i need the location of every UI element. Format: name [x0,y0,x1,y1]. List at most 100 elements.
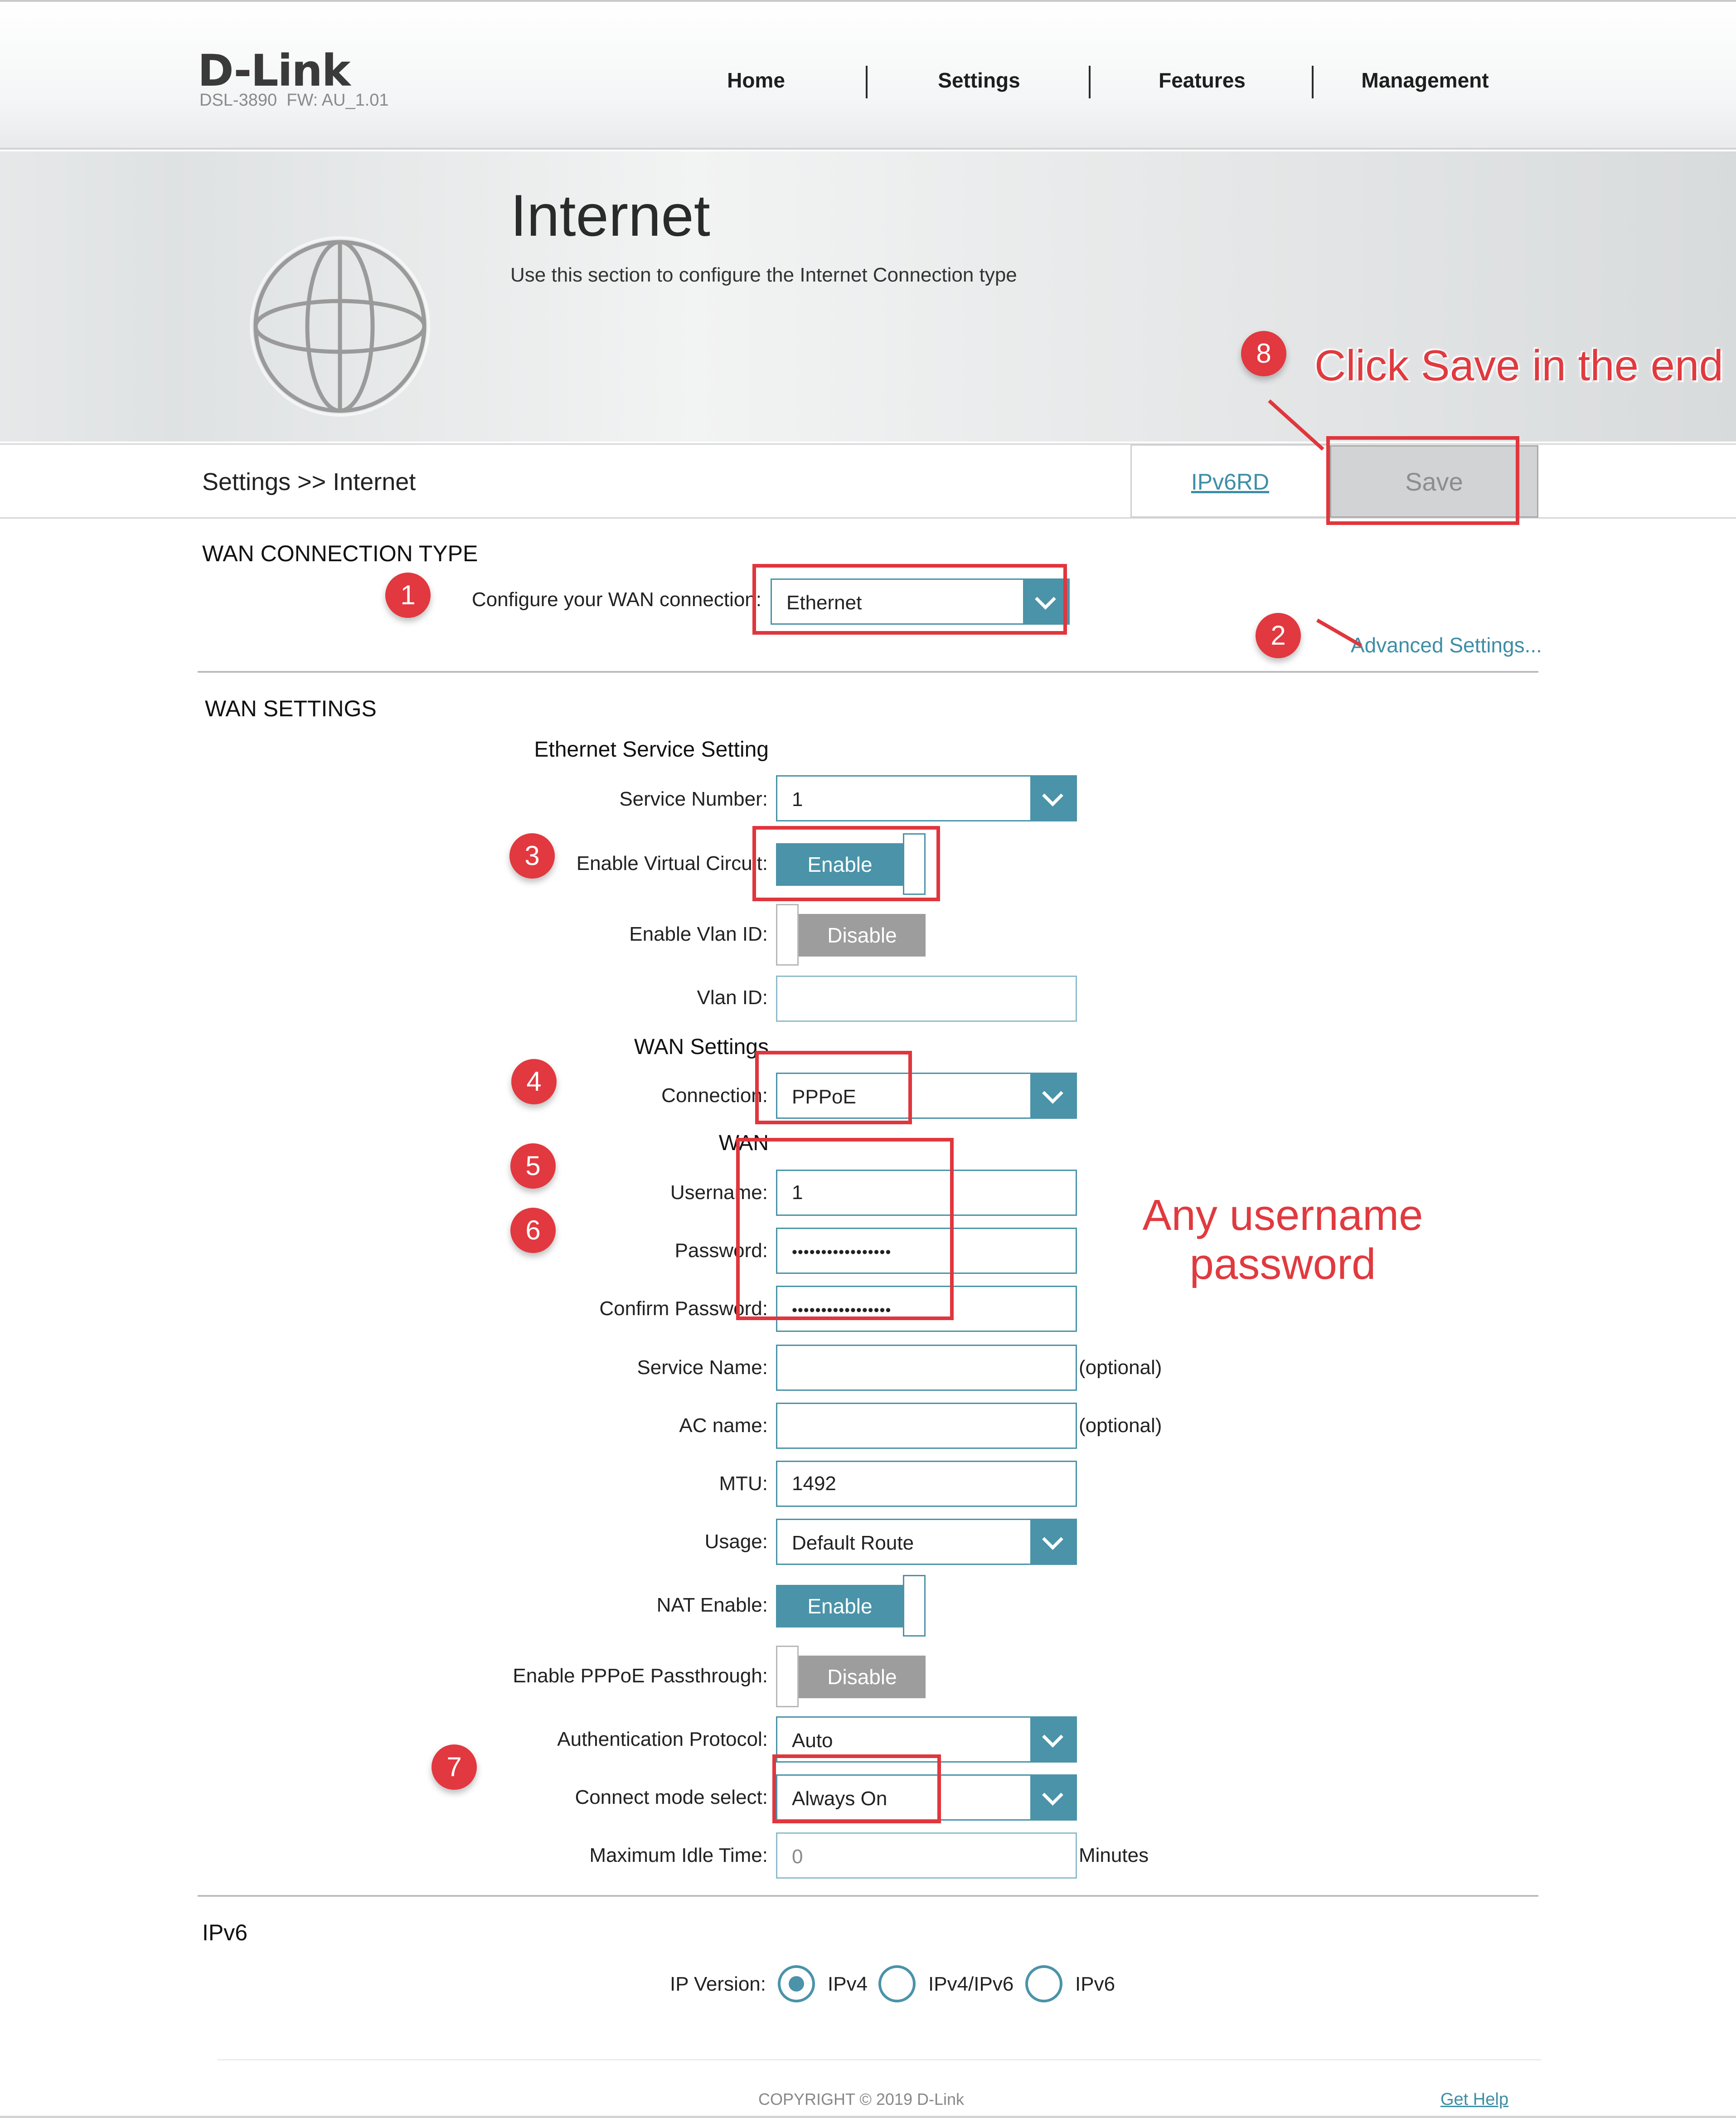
get-help-link[interactable]: Get Help [1440,2090,1508,2109]
wan-heading: WAN [718,1131,769,1155]
save-instruction-note: Click Save in the end [1314,341,1723,390]
wan-settings-title: WAN SETTINGS [205,696,377,721]
toggle-knob[interactable] [903,833,926,895]
save-button[interactable]: Save [1330,445,1538,518]
password-input[interactable]: ••••••••••••••••• [776,1228,1077,1274]
nat-enable-toggle[interactable]: Enable [776,1585,904,1627]
nav-separator [866,66,868,98]
nat-enable-label: NAT Enable: [656,1594,768,1616]
nav-separator [1089,66,1091,98]
step-badge-1: 1 [385,573,431,618]
confirm-password-label: Confirm Password: [599,1297,768,1320]
highlight-virtual-circuit [752,826,940,901]
step-badge-2: 2 [1256,613,1301,658]
nav-features[interactable]: Features [1159,68,1246,92]
vlan-enable-label: Enable Vlan ID: [629,923,768,945]
ip-version-radio-ipv6[interactable] [1025,1965,1062,2002]
ip-version-radio-ipv4[interactable] [778,1965,815,2002]
usage-select[interactable]: Default Route [776,1519,1077,1565]
service-name-field[interactable] [777,1346,1076,1389]
toggle-knob[interactable] [776,904,799,966]
ipv6rd-link[interactable]: IPv6RD [1191,469,1270,495]
step-badge-4: 4 [511,1059,557,1104]
chevron-down-icon[interactable] [1030,777,1076,820]
virtual-circuit-label: Enable Virtual Circuit: [576,852,768,874]
ethernet-service-heading: Ethernet Service Setting [534,738,769,762]
pppoe-passthrough-toggle[interactable]: Disable [799,1656,926,1698]
ac-name-input[interactable] [776,1403,1077,1449]
chevron-down-icon[interactable] [1030,1520,1076,1564]
minutes-unit: Minutes [1079,1844,1149,1866]
usage-value: Default Route [792,1532,914,1554]
username-field[interactable] [777,1171,1076,1214]
username-label: Username: [670,1181,768,1204]
service-number-label: Service Number: [619,788,768,810]
ip-version-option: IPv6 [1075,1973,1115,1995]
wan-connection-label: Configure your WAN connection: [471,588,761,611]
wan-connection-type-title: WAN CONNECTION TYPE [202,541,478,566]
ip-version-radio-dual[interactable] [878,1965,916,2002]
step-badge-8: 8 [1241,331,1286,376]
step-badge-5: 5 [510,1143,556,1189]
step-badge-7: 7 [432,1744,477,1790]
wan-settings-heading: WAN Settings [634,1035,769,1059]
highlight-credentials [736,1138,954,1320]
highlight-wan-connection [752,564,1067,635]
vlan-id-field[interactable] [777,977,1076,1020]
wan-connection-select[interactable]: Ethernet [771,578,1070,625]
service-name-input[interactable] [776,1345,1077,1391]
highlight-save [1326,436,1519,525]
model-name: DSL-3890 [199,91,277,110]
advanced-settings-link[interactable]: Advanced Settings... [1351,633,1542,657]
connection-select[interactable]: PPPoE [776,1073,1077,1119]
mtu-field[interactable] [777,1462,1076,1506]
nav-management[interactable]: Management [1361,68,1489,92]
chevron-down-icon[interactable] [1030,1074,1076,1117]
chevron-down-icon[interactable] [1023,580,1068,623]
toggle-knob[interactable] [903,1575,926,1637]
connect-mode-select[interactable]: Always On [776,1774,1077,1821]
mtu-label: MTU: [719,1472,768,1495]
highlight-connection [755,1051,912,1124]
nav-home[interactable]: Home [727,68,785,92]
connection-value: PPPoE [792,1086,856,1108]
copyright-text: COPYRIGHT © 2019 D-Link [758,2090,964,2108]
virtual-circuit-toggle[interactable]: Enable [776,843,904,886]
footer-divider [218,2059,1541,2060]
max-idle-input[interactable]: 0 [776,1832,1077,1879]
nav-settings[interactable]: Settings [938,68,1020,92]
auth-protocol-value: Auto [792,1729,833,1752]
credentials-note-line2: password [1189,1240,1376,1288]
credentials-note-line1: Any username [1142,1191,1423,1239]
toggle-knob[interactable] [776,1646,799,1707]
service-number-select[interactable]: 1 [776,775,1077,821]
confirm-password-value: ••••••••••••••••• [792,1302,892,1319]
wan-connection-value: Ethernet [786,592,862,614]
ac-name-label: AC name: [679,1414,768,1437]
dlink-logo: D-Link [198,45,351,96]
vlan-id-input[interactable] [776,976,1077,1022]
connect-mode-label: Connect mode select: [575,1786,768,1808]
breadcrumb: Settings >> Internet [202,468,416,495]
page-title: Internet [510,182,710,248]
connection-label: Connection: [661,1084,768,1107]
service-number-value: 1 [792,788,803,811]
password-label: Password: [674,1239,768,1262]
mtu-input[interactable] [776,1461,1077,1507]
chevron-down-icon[interactable] [1030,1776,1076,1819]
vlan-id-label: Vlan ID: [697,986,768,1009]
ip-version-option: IPv4 [828,1973,868,1995]
section-divider [198,1895,1538,1897]
auth-protocol-label: Authentication Protocol: [557,1728,768,1750]
bottom-border [0,2116,1736,2118]
top-header [0,0,1736,150]
ac-name-field[interactable] [777,1404,1076,1448]
model-firmware: DSL-3890 FW: AU_1.01 [199,91,389,110]
password-value: ••••••••••••••••• [792,1244,892,1261]
section-divider [198,671,1538,673]
confirm-password-input[interactable]: ••••••••••••••••• [776,1286,1077,1332]
chevron-down-icon[interactable] [1030,1718,1076,1761]
vlan-enable-toggle[interactable]: Disable [799,914,926,957]
username-input[interactable] [776,1170,1077,1216]
service-name-label: Service Name: [637,1356,768,1379]
